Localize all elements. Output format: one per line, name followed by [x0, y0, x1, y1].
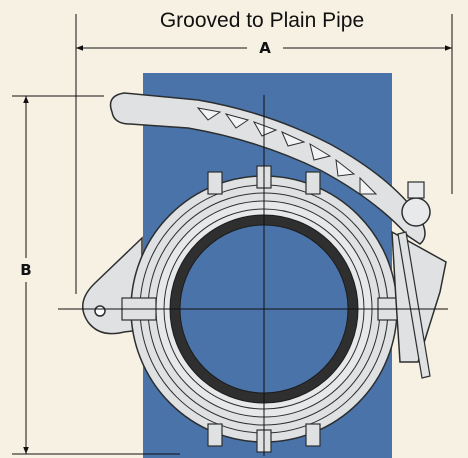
dimension-a: [75, 14, 453, 294]
latch-bolt: [397, 181, 431, 379]
hinge-pin: [94, 305, 106, 317]
lever-grip-cutouts: [196, 107, 378, 195]
diagram-title: Grooved to Plain Pipe: [160, 9, 364, 32]
lever-handle: [109, 92, 426, 245]
latch-nut: [401, 197, 431, 227]
centerlines: [58, 95, 448, 456]
dimension-a-label: A: [259, 39, 271, 57]
dimension-b-label: B: [20, 261, 31, 279]
dimension-b: [12, 95, 180, 455]
